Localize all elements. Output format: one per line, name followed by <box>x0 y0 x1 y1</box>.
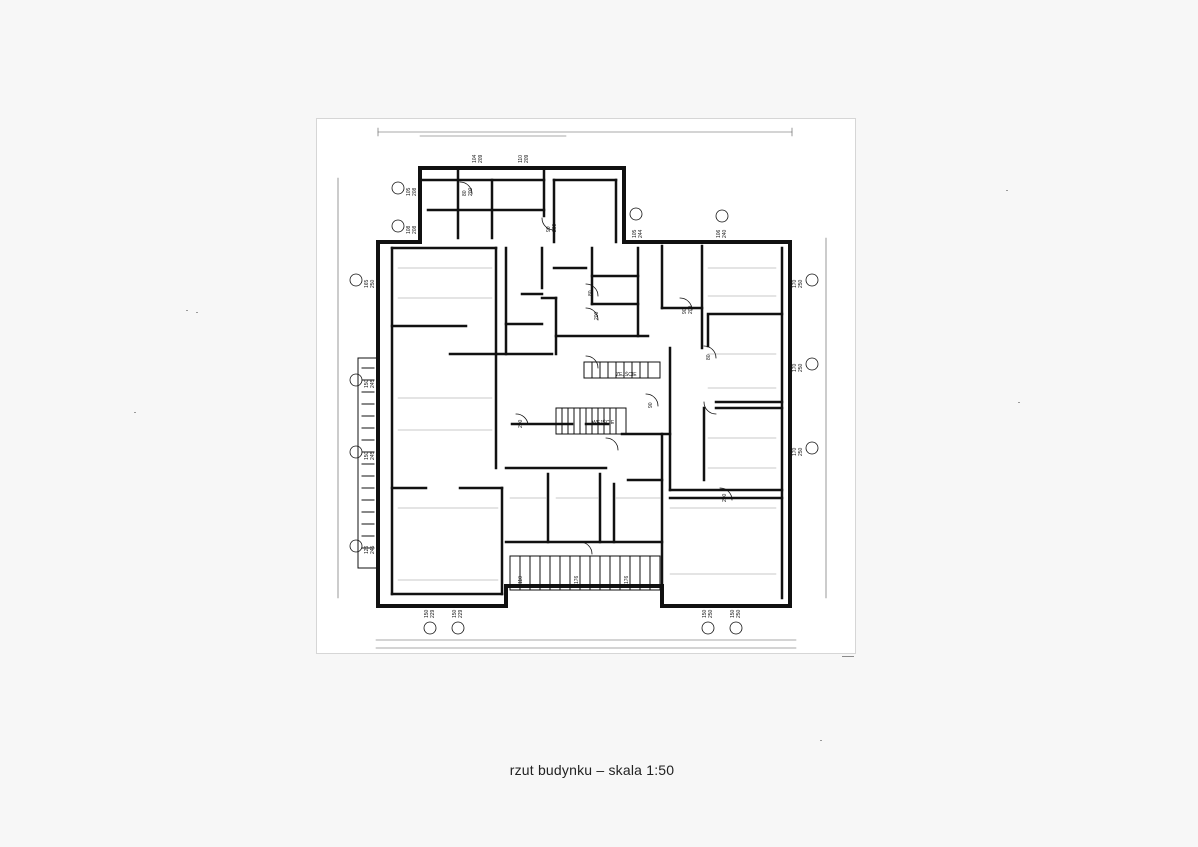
dim-top-1b: 209 <box>478 154 484 163</box>
stair-label-1: ZEJŚCIE <box>616 370 637 378</box>
dim-left-w6a: 126 <box>364 545 370 554</box>
dim-door-10: 200 <box>518 419 524 428</box>
dim-bottom-w4b: 250 <box>736 609 742 618</box>
dim-bottom-w3b: 250 <box>708 609 714 618</box>
scan-speck <box>196 312 198 313</box>
scan-speck <box>820 740 822 741</box>
dim-right-w2b: 250 <box>798 363 804 372</box>
dim-left-w5a: 150 <box>364 451 370 460</box>
dim-left-w2a: 108 <box>406 225 412 234</box>
stair-label-2: WEJŚCIE <box>592 418 615 426</box>
dim-left-w3a: 165 <box>364 279 370 288</box>
dim-top-stub-b: 244 <box>638 229 644 238</box>
central-walls <box>504 246 672 588</box>
dim-right-w1a: 170 <box>792 279 798 288</box>
dim-door-6: 200 <box>594 311 600 320</box>
dim-door-12: 200 <box>722 493 728 502</box>
scan-speck <box>1006 190 1008 191</box>
dim-top-1: 104 <box>472 154 478 163</box>
dim-left-w1b: 208 <box>412 187 418 196</box>
dim-left-w3b: 250 <box>370 279 376 288</box>
dim-left-w2b: 208 <box>412 225 418 234</box>
window-markers <box>349 181 819 635</box>
upper-wing-walls <box>418 166 618 244</box>
dim-top-2: 110 <box>518 155 524 163</box>
dim-door-11: 90 <box>648 402 654 408</box>
dim-door-7: 90 <box>682 308 688 314</box>
dim-top-stub-d: 240 <box>722 229 728 238</box>
plan-frame <box>316 118 856 654</box>
dim-bottom-w1a: 150 <box>424 609 430 618</box>
caption-text: rzut budynku – skala 1:50 <box>509 762 675 778</box>
dim-door-1: 80 <box>462 190 468 196</box>
dim-right-w1b: 250 <box>798 279 804 288</box>
left-rooms <box>390 246 554 596</box>
dim-bottom-w1b: 229 <box>430 609 436 618</box>
dim-right-w3b: 250 <box>798 447 804 456</box>
stairs <box>509 361 661 591</box>
dim-left-w6b: 245 <box>370 545 376 554</box>
outer-walls <box>376 166 792 608</box>
dim-door-3: 90 <box>546 226 552 232</box>
dim-door-5: 80 <box>588 290 594 296</box>
dim-bottom-stub-b: 176 <box>574 575 580 584</box>
dim-top-2b: 209 <box>524 154 530 163</box>
dim-bottom-w2a: 150 <box>452 609 458 618</box>
scan-speck <box>134 412 136 413</box>
floor-plan-drawing: 104 209 110 209 105 208 108 208 165 250 … <box>337 127 827 649</box>
dim-bottom-w4a: 150 <box>730 609 736 618</box>
scan-mark <box>842 656 854 657</box>
dim-left-w5b: 245 <box>370 451 376 460</box>
dim-bottom-stub-c: 176 <box>624 575 630 584</box>
dim-door-9: 80 <box>706 354 712 360</box>
dimension-texts: 104 209 110 209 105 208 108 208 165 250 … <box>364 154 804 618</box>
terrace <box>357 357 379 569</box>
right-wing-walls <box>660 244 784 600</box>
scan-speck <box>186 310 188 311</box>
dim-left-w4b: 245 <box>370 379 376 388</box>
dim-door-8: 200 <box>688 305 694 314</box>
door-swings <box>459 181 733 555</box>
dim-bottom-w3a: 150 <box>702 609 708 618</box>
dim-door-4: 200 <box>552 223 558 232</box>
dim-right-w2a: 170 <box>792 363 798 372</box>
dim-top-stub-c: 106 <box>716 229 722 238</box>
dim-left-w1a: 105 <box>406 187 412 196</box>
room-dimension-hairlines <box>397 267 777 581</box>
dim-bottom-w2b: 229 <box>458 609 464 618</box>
scan-speck <box>1018 402 1020 403</box>
dim-left-w4a: 150 <box>364 379 370 388</box>
dim-top-stub-a: 105 <box>632 229 638 238</box>
dim-bottom-stub-a: 110 <box>518 576 524 584</box>
drawing-caption: rzut budynku – skala 1:50 <box>0 762 1198 778</box>
dimension-lines <box>337 127 827 649</box>
dim-right-w3a: 170 <box>792 447 798 456</box>
dim-door-2: 200 <box>468 187 474 196</box>
